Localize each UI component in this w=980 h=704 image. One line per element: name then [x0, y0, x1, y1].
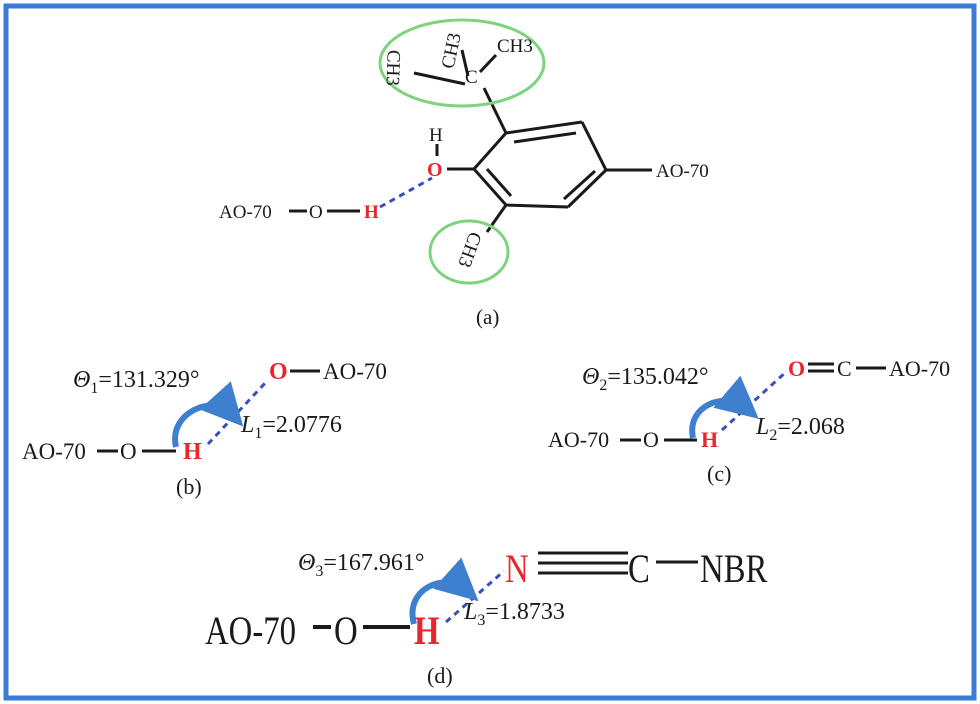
c-h-label: H	[701, 427, 718, 452]
l3-symbol: L	[463, 599, 477, 625]
theta3-text: Θ3=167.961°	[298, 550, 424, 580]
b-ao70-top-label: AO-70	[323, 359, 387, 384]
theta1-value: =131.329°	[98, 367, 199, 393]
c-angle-arrow	[689, 375, 759, 439]
c-ao70-left-label: AO-70	[548, 427, 609, 452]
theta1-symbol: Θ	[73, 367, 90, 393]
panel-c: Θ2=135.042° O C AO-70 L2=2.068 AO-70 O H…	[548, 356, 950, 486]
panel-a-label: (a)	[476, 305, 499, 329]
b-angle-arrow	[172, 381, 244, 448]
d-nbr-label: NBR	[700, 546, 768, 591]
panel-a: C CH3 CH3 CH3 CH3 H O AO-70 AO-70 O H (a…	[219, 18, 709, 329]
l1-subscript: 1	[254, 425, 262, 442]
ch3-bottom-label: CH3	[453, 229, 485, 270]
b-hbond-dash	[206, 378, 270, 446]
d-c-label: C	[628, 546, 650, 591]
c-c-top-label: C	[837, 356, 852, 381]
theta3-subscript: 3	[315, 563, 323, 580]
theta3-symbol: Θ	[298, 550, 315, 576]
panel-d-label: (d)	[427, 663, 453, 688]
substituent-bonds	[289, 49, 652, 233]
hbond-dash-a	[379, 176, 433, 209]
panel-b: Θ1=131.329° O AO-70 L1=2.0776 AO-70 O H …	[22, 359, 387, 499]
d-angle-arrow	[409, 557, 479, 625]
c-quaternary-label: C	[465, 67, 478, 88]
theta2-text: Θ2=135.042°	[582, 364, 708, 394]
l3-text: L3=1.8733	[463, 599, 565, 629]
ch3-right-label: CH3	[497, 36, 533, 57]
ao70-left-label: AO-70	[219, 202, 272, 223]
b-ao70-left-label: AO-70	[22, 439, 86, 464]
ao70-right-label: AO-70	[656, 161, 709, 182]
b-o-left-label: O	[120, 439, 137, 464]
tert-butyl-highlight	[378, 18, 546, 108]
l3-value: =1.8733	[485, 599, 565, 625]
l2-symbol: L	[755, 414, 769, 440]
figure-frame	[3, 3, 977, 701]
l1-text: L1=2.0776	[240, 412, 342, 442]
ch3-left-label: CH3	[382, 50, 404, 87]
l1-value: =2.0776	[262, 412, 342, 438]
l2-value: =2.068	[777, 414, 845, 440]
methyl-highlight	[428, 219, 510, 285]
d-h-label: H	[414, 608, 440, 653]
theta2-subscript: 2	[599, 377, 607, 394]
panel-d: Θ3=167.961° N C NBR L3=1.8733 AO-70 O H …	[205, 546, 768, 688]
c-hbond-dash	[720, 370, 788, 432]
l1-symbol: L	[240, 412, 254, 438]
c-ao70-top-label: AO-70	[889, 356, 950, 381]
b-h-label: H	[183, 439, 202, 465]
l2-text: L2=2.068	[755, 414, 845, 444]
theta2-symbol: Θ	[582, 364, 599, 390]
benzene-ring	[472, 120, 608, 209]
c-o-left-label: O	[643, 427, 659, 452]
panel-c-label: (c)	[707, 461, 731, 486]
d-n-label: N	[505, 546, 529, 591]
l3-subscript: 3	[477, 612, 485, 629]
theta2-value: =135.042°	[607, 364, 708, 390]
o-left-label: O	[309, 202, 323, 223]
ch3-top-label: CH3	[438, 31, 466, 70]
panel-b-label: (b)	[176, 474, 202, 499]
h-left-label: H	[364, 202, 379, 223]
theta3-value: =167.961°	[323, 550, 424, 576]
b-o-top-label: O	[269, 359, 288, 385]
theta1-text: Θ1=131.329°	[73, 367, 199, 397]
theta1-subscript: 1	[90, 380, 98, 397]
hydroxyl-h-label: H	[429, 125, 443, 146]
d-o-label: O	[334, 608, 358, 653]
phenol-o-label: O	[427, 159, 443, 181]
l2-subscript: 2	[769, 427, 777, 444]
c-o-top-label: O	[788, 356, 805, 381]
d-ao70-label: AO-70	[205, 608, 296, 653]
